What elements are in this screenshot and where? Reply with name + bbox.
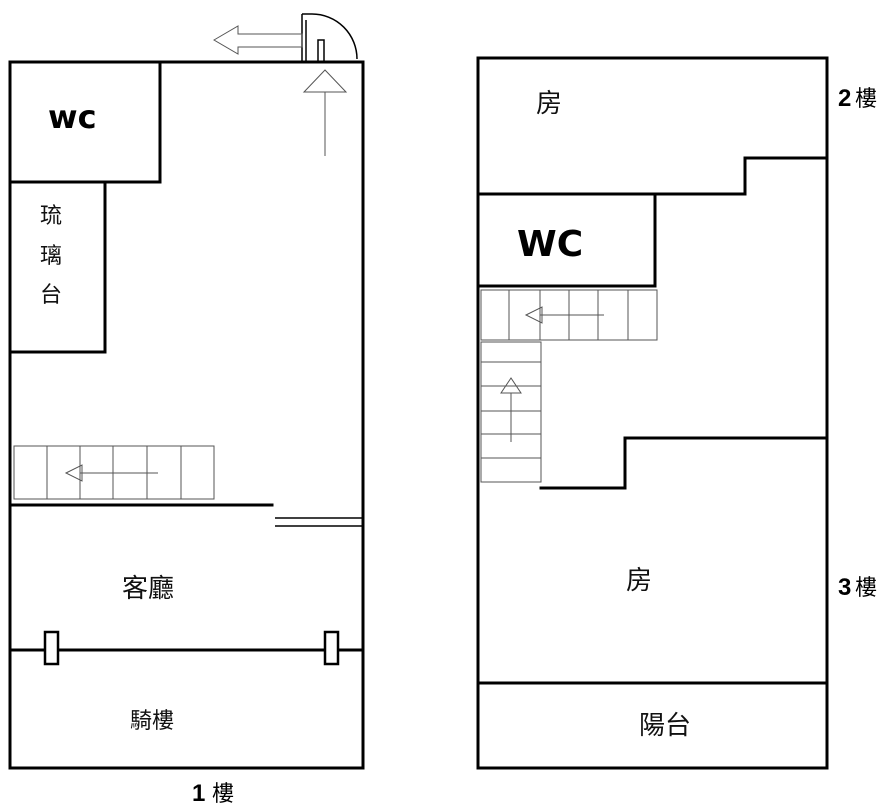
entry-arrow-up-icon: [302, 69, 348, 93]
floor23-staircase-horizontal: [480, 289, 658, 341]
floor1-counter-wall: [8, 180, 107, 354]
stair-arrow-left-icon: [64, 464, 83, 482]
floor23-staircase-vertical: [480, 341, 542, 483]
floor23-wc-wall: [476, 192, 657, 288]
floor1-wc-label: wc: [48, 98, 97, 136]
floor1-floor-label: 1 樓: [192, 780, 234, 807]
floor3-floor-label: 3 樓: [838, 574, 877, 601]
floor23-room-bottom-label: 房: [626, 566, 652, 596]
floor1-living-room-label: 客廳: [122, 574, 174, 604]
counter-char-1: 琉: [40, 204, 62, 229]
floor23-upper-room-wall: [476, 156, 829, 196]
counter-char-3: 台: [40, 283, 62, 308]
floor23-lower-room-wall: [539, 436, 829, 490]
floor1-arcade-label: 騎樓: [130, 709, 174, 734]
stair-arrow-left-icon: [524, 306, 543, 324]
floor23-wc-label: WC: [517, 224, 583, 265]
floor1-pillar-left: [43, 630, 60, 666]
floor3-number: 3: [838, 574, 851, 601]
floor23-plan: 房 WC 房 陽台 2 樓 3 樓: [476, 56, 877, 770]
stair-arrow-up-icon: [500, 377, 522, 394]
floor1-number: 1: [192, 780, 205, 807]
floor1-word: 樓: [212, 782, 234, 807]
floor1-counter-label: 琉 璃 台: [40, 204, 62, 308]
floor23-balcony-label: 陽台: [639, 711, 691, 741]
floor3-word: 樓: [855, 576, 877, 601]
floor2-word: 樓: [855, 87, 877, 112]
floor1-pillar-right: [323, 630, 340, 666]
floor1-plan: wc 琉 璃 台 客廳 騎樓 1 樓: [8, 13, 365, 807]
floor2-number: 2: [838, 85, 851, 112]
floor1-entrance: [213, 13, 358, 156]
floor1-outer-wall: [8, 60, 365, 770]
exit-arrow-left-icon: [213, 25, 303, 55]
floor23-outer-wall: [476, 56, 829, 770]
floor1-staircase: [13, 445, 215, 500]
door-swing-arc: [302, 13, 358, 60]
floor23-room-top-label: 房: [536, 89, 562, 119]
floor2-floor-label: 2 樓: [838, 85, 877, 112]
counter-char-2: 璃: [40, 244, 62, 269]
